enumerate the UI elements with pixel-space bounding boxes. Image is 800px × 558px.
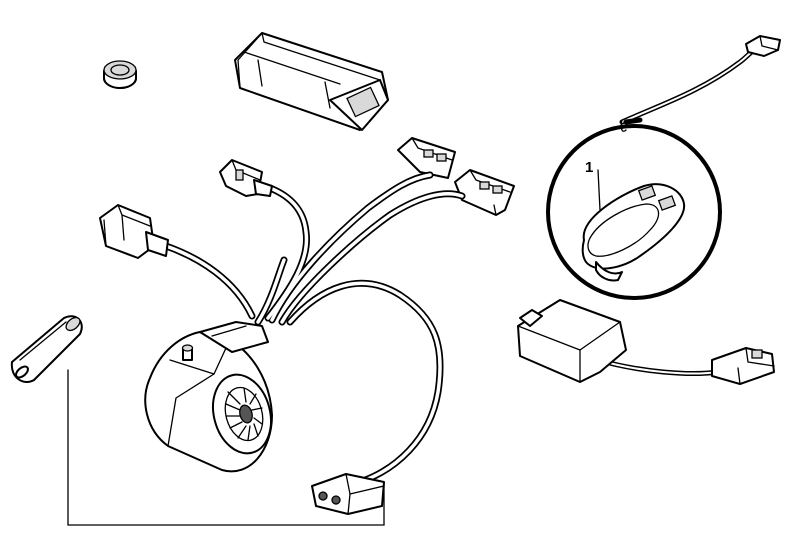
- round-cap-part: [103, 60, 137, 89]
- group-bracket: [67, 369, 385, 526]
- multi-pin-connectors: [397, 137, 515, 216]
- callout-number-1: 1: [585, 159, 593, 176]
- small-two-pin-connector: [219, 159, 273, 197]
- sensor-plug: [711, 347, 775, 385]
- siren: [144, 321, 273, 473]
- sensor-module: [517, 299, 721, 383]
- diagnostic-connector: [99, 204, 169, 259]
- key-tag: [10, 315, 83, 383]
- control-module: [234, 32, 389, 131]
- callout-1: 1: [585, 159, 601, 211]
- remote-key-fob: [581, 183, 686, 282]
- magnified-remote-fob: [546, 119, 722, 300]
- bottom-connector: [311, 473, 385, 515]
- antenna-cable: [619, 35, 781, 125]
- wiring-harness: [162, 171, 466, 486]
